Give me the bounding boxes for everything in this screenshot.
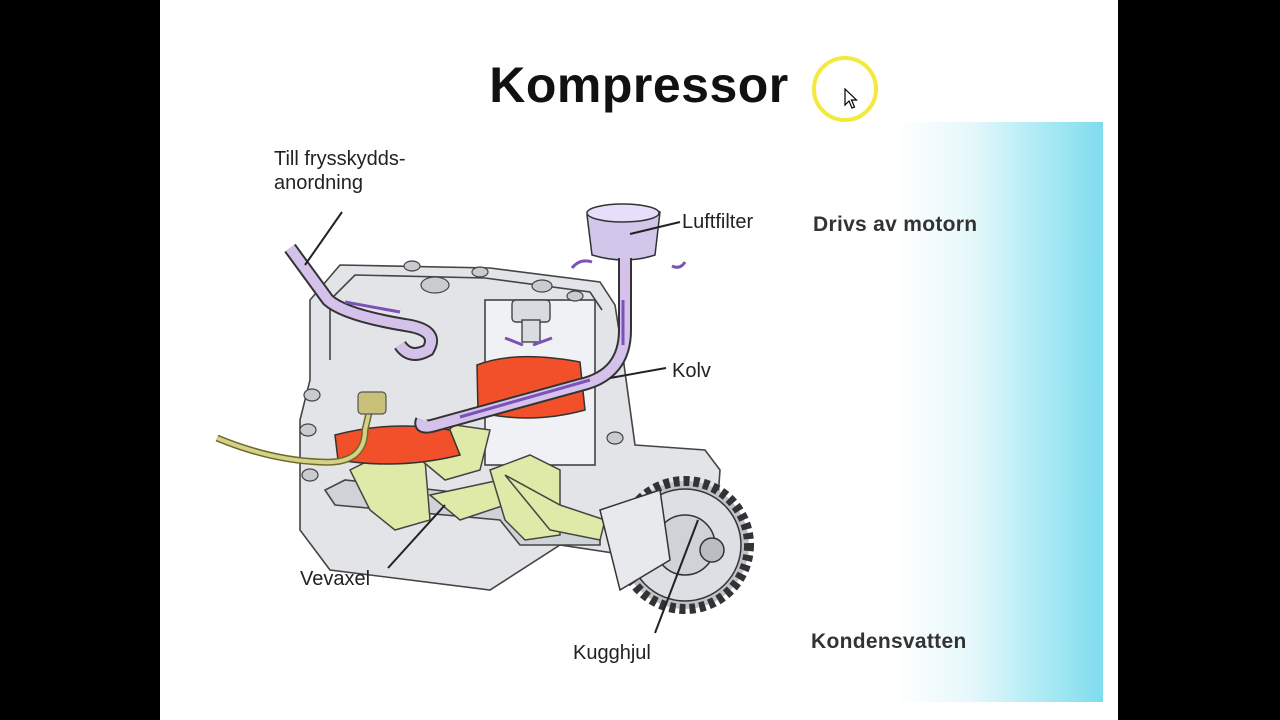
- gear-wheel: [599, 476, 754, 614]
- air-filter-label: Luftfilter: [682, 211, 754, 233]
- cursor-highlight-ring: [812, 56, 878, 122]
- piston-label: Kolv: [672, 360, 711, 382]
- label-leader-lines: [304, 211, 699, 634]
- air-filter: [586, 203, 661, 261]
- intake-pipe: [414, 258, 632, 434]
- crankshaft-label: Vevaxel: [300, 568, 371, 590]
- flow-arrows: [344, 259, 687, 419]
- gear-label: Kugghjul: [573, 642, 651, 664]
- mouse-cursor-icon: [844, 88, 858, 109]
- frost-guard-label: Till frysskydds- anordning: [274, 148, 406, 194]
- housing-bolts: [299, 260, 624, 482]
- crankshaft: [348, 424, 606, 541]
- compressor-diagram: [215, 203, 754, 634]
- slide: Kompressor: [160, 0, 1118, 720]
- condensate-note: Kondensvatten: [811, 630, 967, 653]
- valve: [511, 299, 551, 343]
- oil-line: [215, 391, 387, 466]
- driven-by-engine-note: Drivs av motorn: [813, 213, 978, 236]
- slide-title: Kompressor: [489, 57, 789, 113]
- outlet-pipe: [284, 243, 438, 361]
